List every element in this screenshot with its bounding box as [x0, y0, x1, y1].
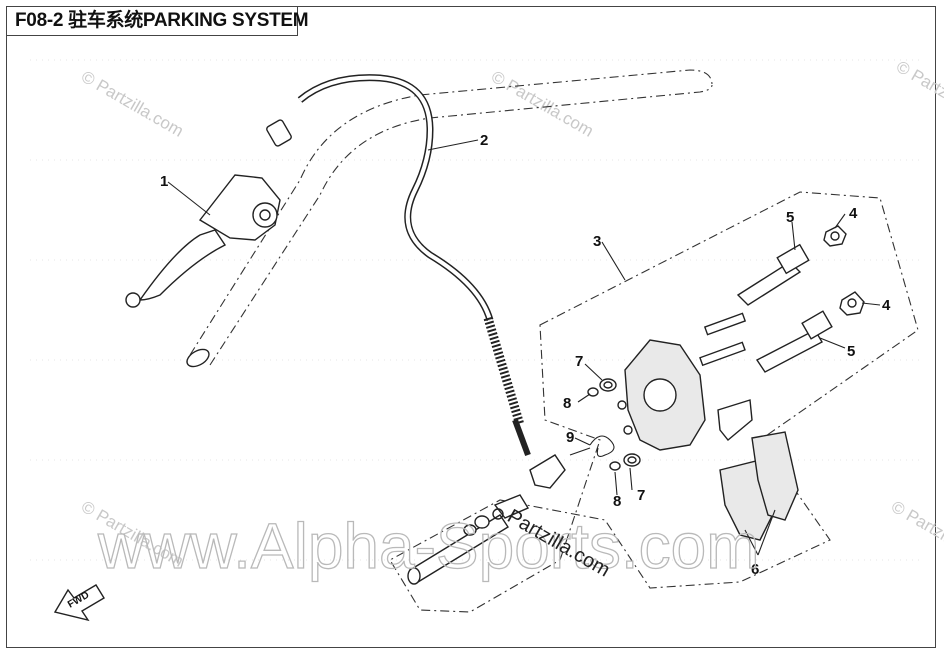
callout-5b: 5 [847, 343, 855, 360]
callout-4b: 4 [882, 297, 891, 314]
callout-labels: 1 2 3 4 4 5 5 6 7 7 8 8 9 [160, 132, 891, 578]
caliper-body [624, 312, 747, 451]
callout-9: 9 [566, 429, 574, 446]
callout-3: 3 [593, 233, 601, 250]
watermark-partzilla-small: © Partzilla.com [888, 497, 944, 571]
watermark-partzilla-small: © Partzilla.com [78, 67, 187, 141]
watermark-partzilla-small: © Partzilla.com [893, 57, 944, 131]
callout-6: 6 [751, 561, 759, 578]
fwd-arrow-icon: FWD [53, 584, 105, 622]
return-spring [529, 435, 615, 489]
assembly-outline [389, 191, 919, 613]
slide-pin [736, 243, 833, 373]
callout-5a: 5 [786, 209, 794, 226]
watermark-alpha-sports: www.Alpha-Sports.com [97, 510, 760, 582]
callout-8b: 8 [613, 493, 621, 510]
watermark-partzilla-small: © Partzilla.com [488, 67, 597, 141]
nut [823, 225, 865, 316]
diagram-frame [6, 6, 936, 648]
brake-pads [717, 399, 799, 541]
callout-7b: 7 [637, 487, 645, 504]
brake-lever [125, 119, 292, 308]
callout-1: 1 [160, 173, 168, 190]
background-dots [30, 59, 920, 561]
handlebar [186, 69, 713, 368]
callout-4a: 4 [849, 205, 858, 222]
callout-2: 2 [480, 132, 488, 149]
parking-brake-cable [297, 74, 531, 457]
actuator-bolt [407, 494, 530, 585]
page-title: F08-2 驻车系统PARKING SYSTEM [6, 6, 309, 36]
leader-lines [167, 139, 881, 556]
callout-7a: 7 [575, 353, 583, 370]
seals-washers [587, 378, 641, 471]
callout-8a: 8 [563, 395, 571, 412]
